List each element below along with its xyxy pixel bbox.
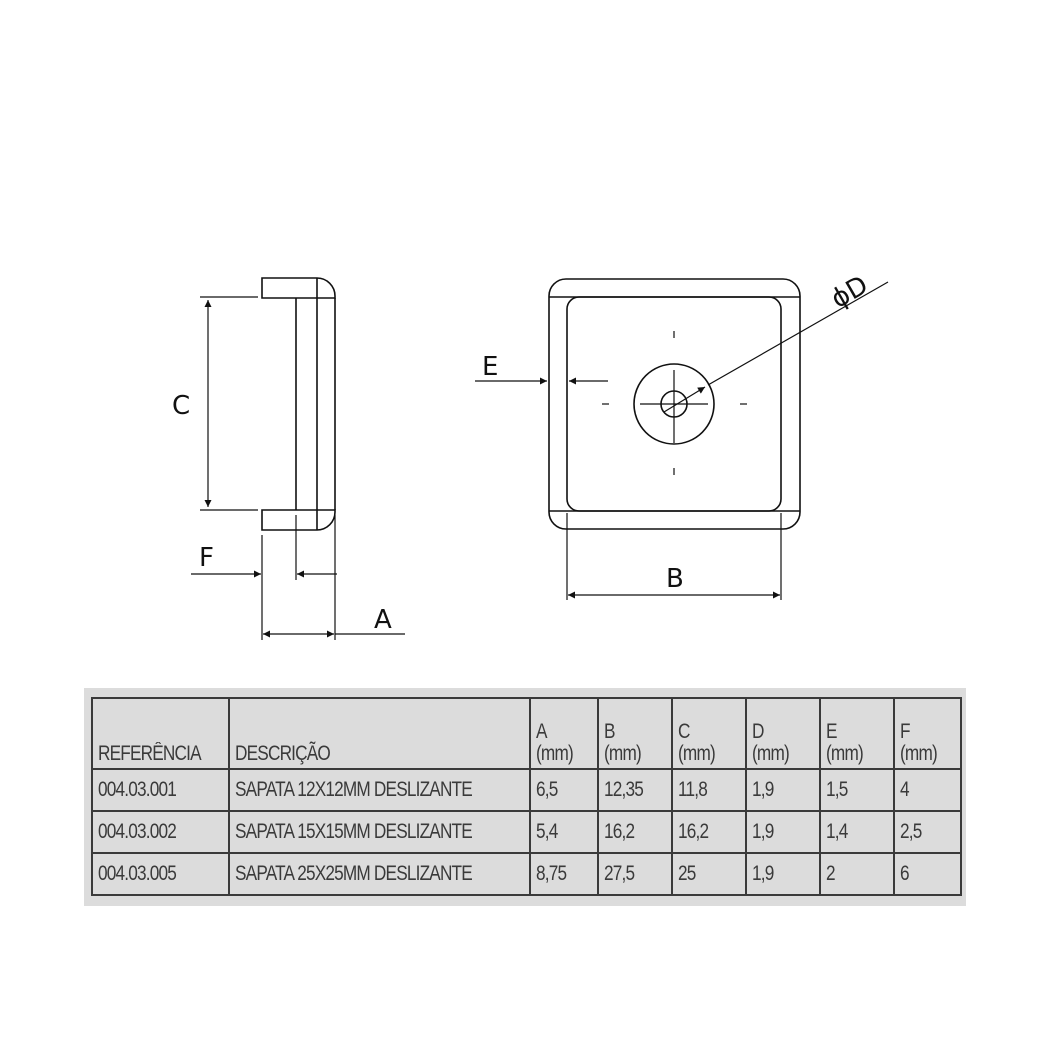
cell-f: 2,5 <box>893 810 963 854</box>
header-c: C(mm) <box>671 697 748 770</box>
cell-descricao: SAPATA 25X25MM DESLIZANTE <box>228 852 532 896</box>
cell-d: 1,9 <box>745 810 822 854</box>
cell-f: 6 <box>893 852 963 896</box>
technical-drawing: C F A E B ϕD <box>172 270 889 640</box>
cell-d: 1,9 <box>745 852 822 896</box>
cell-b: 16,2 <box>597 810 674 854</box>
table-row: 004.03.001 SAPATA 12X12MM DESLIZANTE 6,5… <box>90 768 963 812</box>
header-referencia: REFERÊNCIA <box>90 697 231 770</box>
dimension-label-f: F <box>199 543 214 573</box>
dimension-label-diameter-d: ϕD <box>826 270 873 315</box>
cell-a: 8,75 <box>529 852 600 896</box>
cell-b: 27,5 <box>597 852 674 896</box>
cell-referencia: 004.03.005 <box>90 852 231 896</box>
cell-referencia: 004.03.001 <box>90 768 231 812</box>
cell-referencia: 004.03.002 <box>90 810 231 854</box>
cell-e: 1,5 <box>819 768 896 812</box>
header-b: B(mm) <box>597 697 674 770</box>
cell-f: 4 <box>893 768 963 812</box>
cell-e: 2 <box>819 852 896 896</box>
header-f: F(mm) <box>893 697 963 770</box>
header-a: A(mm) <box>529 697 600 770</box>
dimension-label-a: A <box>374 605 392 635</box>
cell-descricao: SAPATA 15X15MM DESLIZANTE <box>228 810 532 854</box>
cell-d: 1,9 <box>745 768 822 812</box>
table-row: 004.03.002 SAPATA 15X15MM DESLIZANTE 5,4… <box>90 810 963 854</box>
cell-b: 12,35 <box>597 768 674 812</box>
specification-table-panel: REFERÊNCIA DESCRIÇÃO A(mm) B(mm) C(mm) D… <box>84 688 966 906</box>
cell-descricao: SAPATA 12X12MM DESLIZANTE <box>228 768 532 812</box>
cell-a: 5,4 <box>529 810 600 854</box>
header-descricao: DESCRIÇÃO <box>228 697 532 770</box>
side-view <box>191 277 405 640</box>
cell-c: 11,8 <box>671 768 748 812</box>
header-d: D(mm) <box>745 697 822 770</box>
cell-c: 16,2 <box>671 810 748 854</box>
dimension-label-e: E <box>482 352 498 382</box>
dimension-label-b: B <box>666 564 684 594</box>
cell-c: 25 <box>671 852 748 896</box>
header-e: E(mm) <box>819 697 896 770</box>
cell-e: 1,4 <box>819 810 896 854</box>
table-header-row: REFERÊNCIA DESCRIÇÃO A(mm) B(mm) C(mm) D… <box>90 697 963 770</box>
table-row: 004.03.005 SAPATA 25X25MM DESLIZANTE 8,7… <box>90 852 963 896</box>
top-view <box>475 278 889 600</box>
cell-a: 6,5 <box>529 768 600 812</box>
specification-table: REFERÊNCIA DESCRIÇÃO A(mm) B(mm) C(mm) D… <box>90 697 963 896</box>
dimension-label-c: C <box>172 391 190 421</box>
